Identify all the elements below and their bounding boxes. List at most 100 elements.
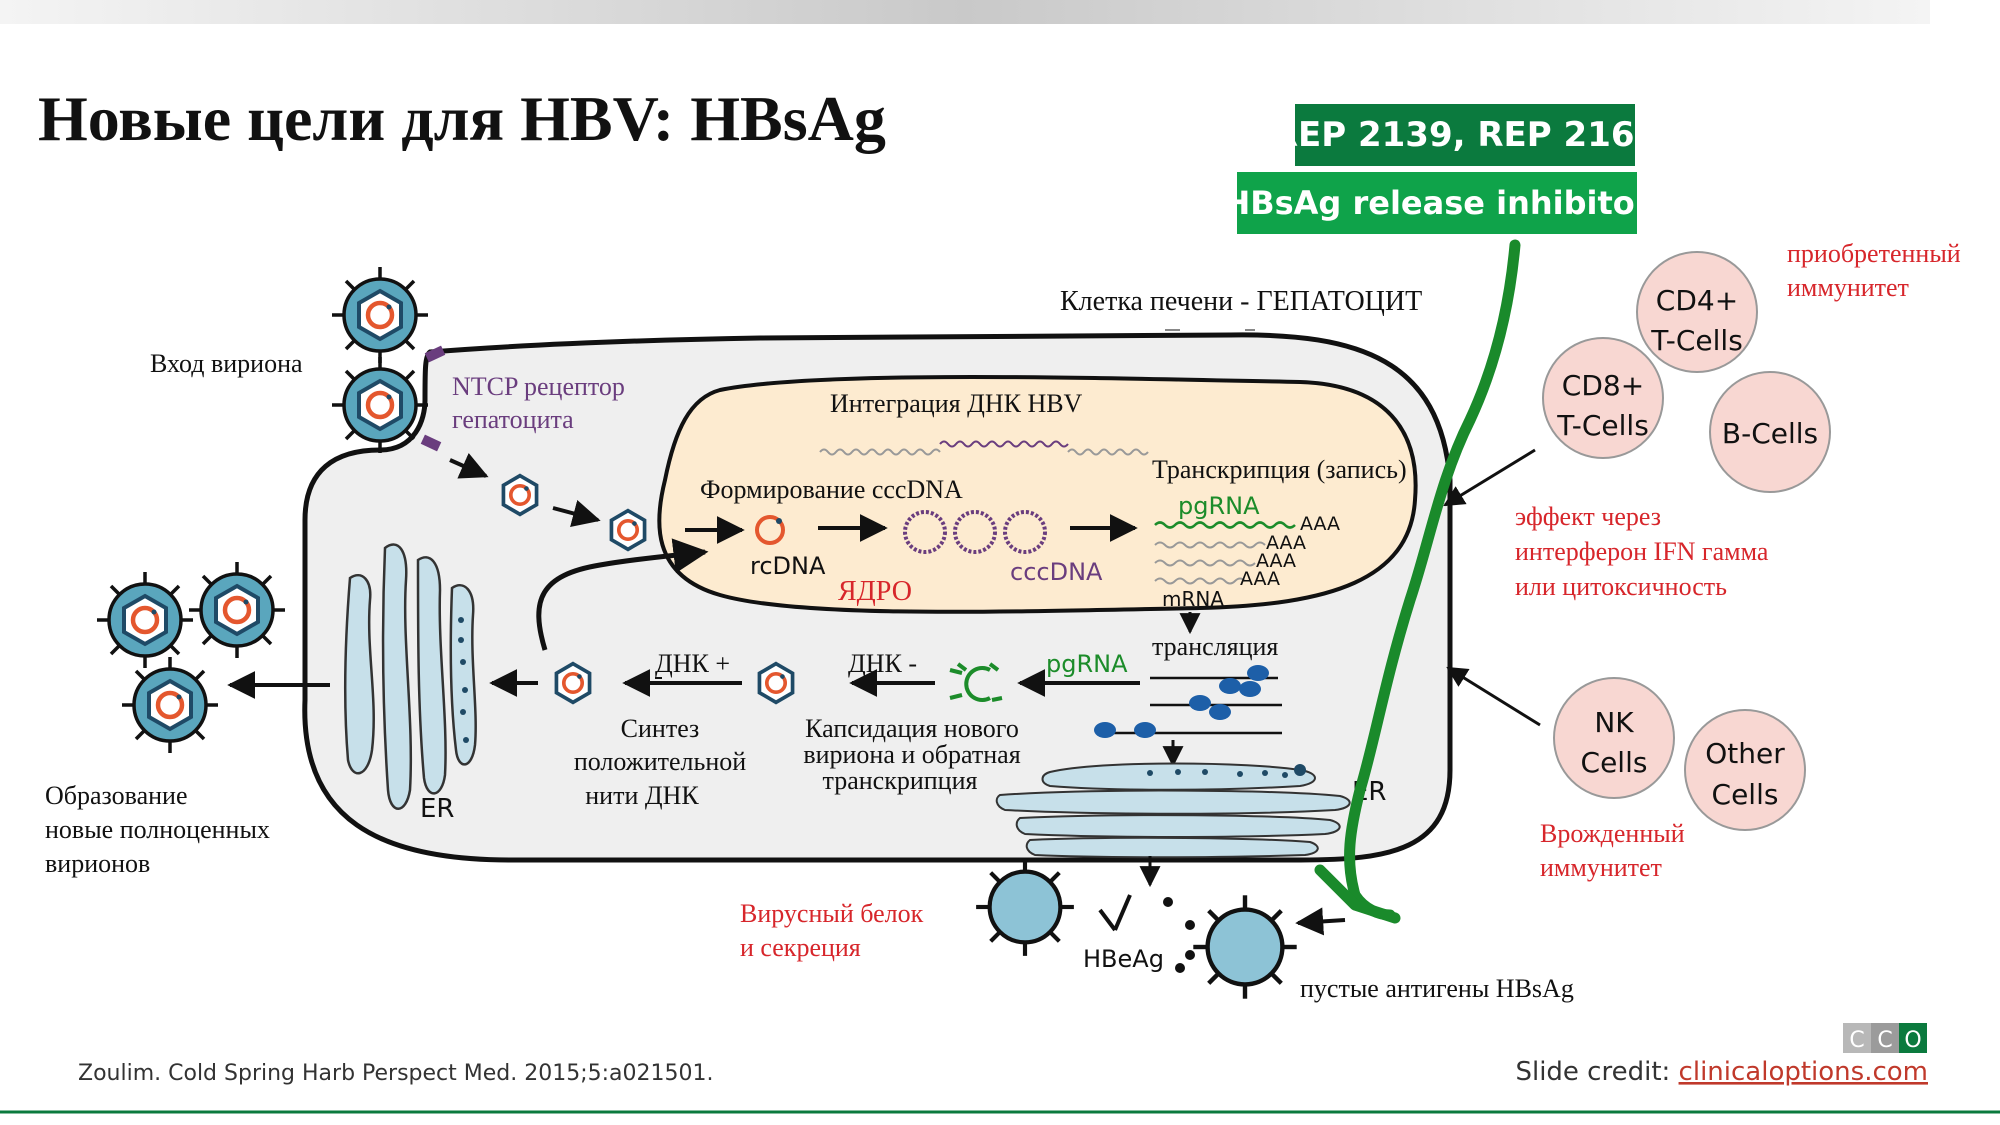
empty-hbsag-particle	[1193, 895, 1296, 998]
cccdna-label: cccDNA	[1010, 558, 1103, 586]
hbeag-dots	[1163, 897, 1195, 973]
slide-credit: Slide credit: clinicaloptions.com	[1515, 1057, 1928, 1087]
ntcp-label-line1: NTCP рецептор	[452, 372, 625, 401]
innate-immunity: NK Cells Other Cells Врожденный иммуните…	[1540, 677, 1806, 882]
er-left-label: ER	[420, 794, 455, 824]
aaa-1: AAA	[1300, 513, 1340, 535]
drug-names-box	[1295, 104, 1635, 166]
inhibitor-path-stroke	[1344, 239, 1521, 921]
integration-label: Интеграция ДНК HBV	[830, 389, 1083, 418]
er-left-dots	[458, 617, 469, 743]
mechanism-box	[1237, 172, 1637, 234]
pgrna-label: pgRNA	[1178, 492, 1260, 520]
released-virion-3	[122, 657, 218, 753]
page-title: Новые цели для HBV: HBsAg	[38, 83, 886, 154]
pgrna-cytoplasm-label: pgRNA	[1046, 650, 1128, 678]
mrna-strand-1	[1154, 541, 1266, 549]
synthesis-line3: нити ДНК	[585, 781, 699, 810]
drug-box: REP 2139, REP 2165 HBsAg release inhibit…	[1223, 104, 1658, 234]
cd8-cell	[1542, 337, 1664, 459]
entry-arrow-1	[449, 452, 489, 479]
nucleus-label: ЯДРО	[838, 576, 912, 607]
ntcp-receptor-top	[424, 345, 446, 363]
er-left	[343, 543, 477, 810]
logo-box-2	[1871, 1023, 1899, 1053]
logo-letter-3: O	[1904, 1028, 1921, 1053]
formation-line3: вирионов	[45, 849, 150, 878]
cd8-label-line1: CD8+	[1562, 369, 1644, 402]
ntcp-receptor-bottom	[420, 434, 442, 452]
cd4-label-line2: T-Cells	[1650, 324, 1743, 357]
nucleus	[657, 375, 1418, 614]
hbeag-marks	[1098, 894, 1132, 932]
nk-label-line2: Cells	[1581, 746, 1648, 779]
synthesis-line2: положительной	[574, 747, 746, 776]
effect-line2: интерферон IFN гамма	[1515, 537, 1769, 566]
integration-dna	[819, 448, 941, 456]
dna-minus-label: ДНК -	[848, 649, 917, 678]
mrna-strand-2	[1154, 559, 1256, 567]
innate-label-line1: Врожденный	[1540, 819, 1685, 848]
adaptive-immunity: приобретенный иммунитет CD4+ T-Cells CD8…	[1542, 239, 1961, 493]
er-right	[995, 762, 1351, 859]
capsidation-line3: транскрипция	[823, 766, 978, 795]
nk-label-line1: NK	[1594, 706, 1634, 739]
capsid-cytoplasm-1	[501, 473, 539, 517]
cccdna-formation-label: Формирование cccDNA	[700, 475, 963, 504]
er-right-dots	[1147, 764, 1306, 778]
innate-label-line2: иммунитет	[1540, 853, 1662, 882]
capsidation-line2: вириона и обратная	[803, 740, 1020, 769]
cco-logo: C C O	[1843, 1023, 1927, 1053]
cccdna-circle-2	[953, 510, 997, 554]
cd4-cell	[1636, 251, 1758, 373]
citation: Zoulim. Cold Spring Harb Perspect Med. 2…	[78, 1061, 714, 1086]
rcdna-dot	[776, 518, 782, 524]
logo-box-3	[1899, 1023, 1927, 1053]
secretion-line2: и секреция	[740, 933, 861, 962]
cccdna-circle-1	[903, 510, 947, 554]
transcription-label: Транскрипция (запись)	[1152, 455, 1407, 484]
mechanism-label: HBsAg release inhibitor	[1223, 184, 1650, 222]
cd4-label-line1: CD4+	[1656, 284, 1738, 317]
mrna-label: mRNA	[1162, 587, 1224, 611]
formation-line2: новые полноценных	[45, 815, 270, 844]
adaptive-label-line1: приобретенный	[1787, 239, 1961, 268]
nk-cell	[1553, 677, 1675, 799]
virion-entry-label: Вход вириона	[150, 349, 303, 378]
cd8-label-line2: T-Cells	[1556, 409, 1649, 442]
effect-line1: эффект через	[1515, 502, 1661, 531]
capsid-minus-strand	[757, 661, 795, 705]
capsidation-line1: Капсидация нового	[805, 714, 1019, 743]
aaa-4: AAA	[1240, 568, 1280, 590]
rcdna-label: rcDNA	[750, 552, 826, 580]
synthesis-line1: Синтез	[621, 714, 700, 743]
capsid-assembly	[949, 662, 1003, 702]
effect-line3: или цитоксичность	[1515, 572, 1727, 601]
integration-dna-insert	[939, 440, 1069, 448]
slide-credit-link[interactable]: clinicaloptions.com	[1679, 1057, 1928, 1087]
aaa-2: AAA	[1266, 532, 1306, 554]
top-bar	[0, 0, 1930, 24]
rcdna-circle	[755, 515, 785, 545]
cccdna-circle-3	[1003, 510, 1047, 554]
pgrna-strand	[1154, 521, 1296, 529]
recycling-arrow	[536, 538, 709, 651]
cell-label: Клетка печени - ГЕПАТОЦИТ	[1060, 286, 1422, 317]
entry-arrow-2	[552, 499, 601, 528]
innate-effect-arrow	[1446, 666, 1541, 727]
ntcp-label-line2: гепатоцита	[452, 405, 574, 434]
empty-antigens-label: пустые антигены HBsAg	[1300, 974, 1574, 1003]
logo-box-1	[1843, 1023, 1871, 1053]
bcell-label: B-Cells	[1722, 417, 1818, 450]
dna-plus-label: ДНК +	[655, 649, 730, 678]
mrna-strand-3	[1154, 577, 1246, 585]
bcell	[1709, 371, 1831, 493]
ribosome-blobs	[1094, 665, 1269, 738]
release-target-arrow	[1295, 907, 1346, 936]
aaa-3: AAA	[1256, 550, 1296, 572]
released-virion-1	[97, 572, 193, 668]
logo-letter-2: C	[1877, 1028, 1892, 1053]
inhibitor-arrowhead	[1314, 864, 1401, 924]
other-label-line1: Other	[1705, 737, 1785, 770]
